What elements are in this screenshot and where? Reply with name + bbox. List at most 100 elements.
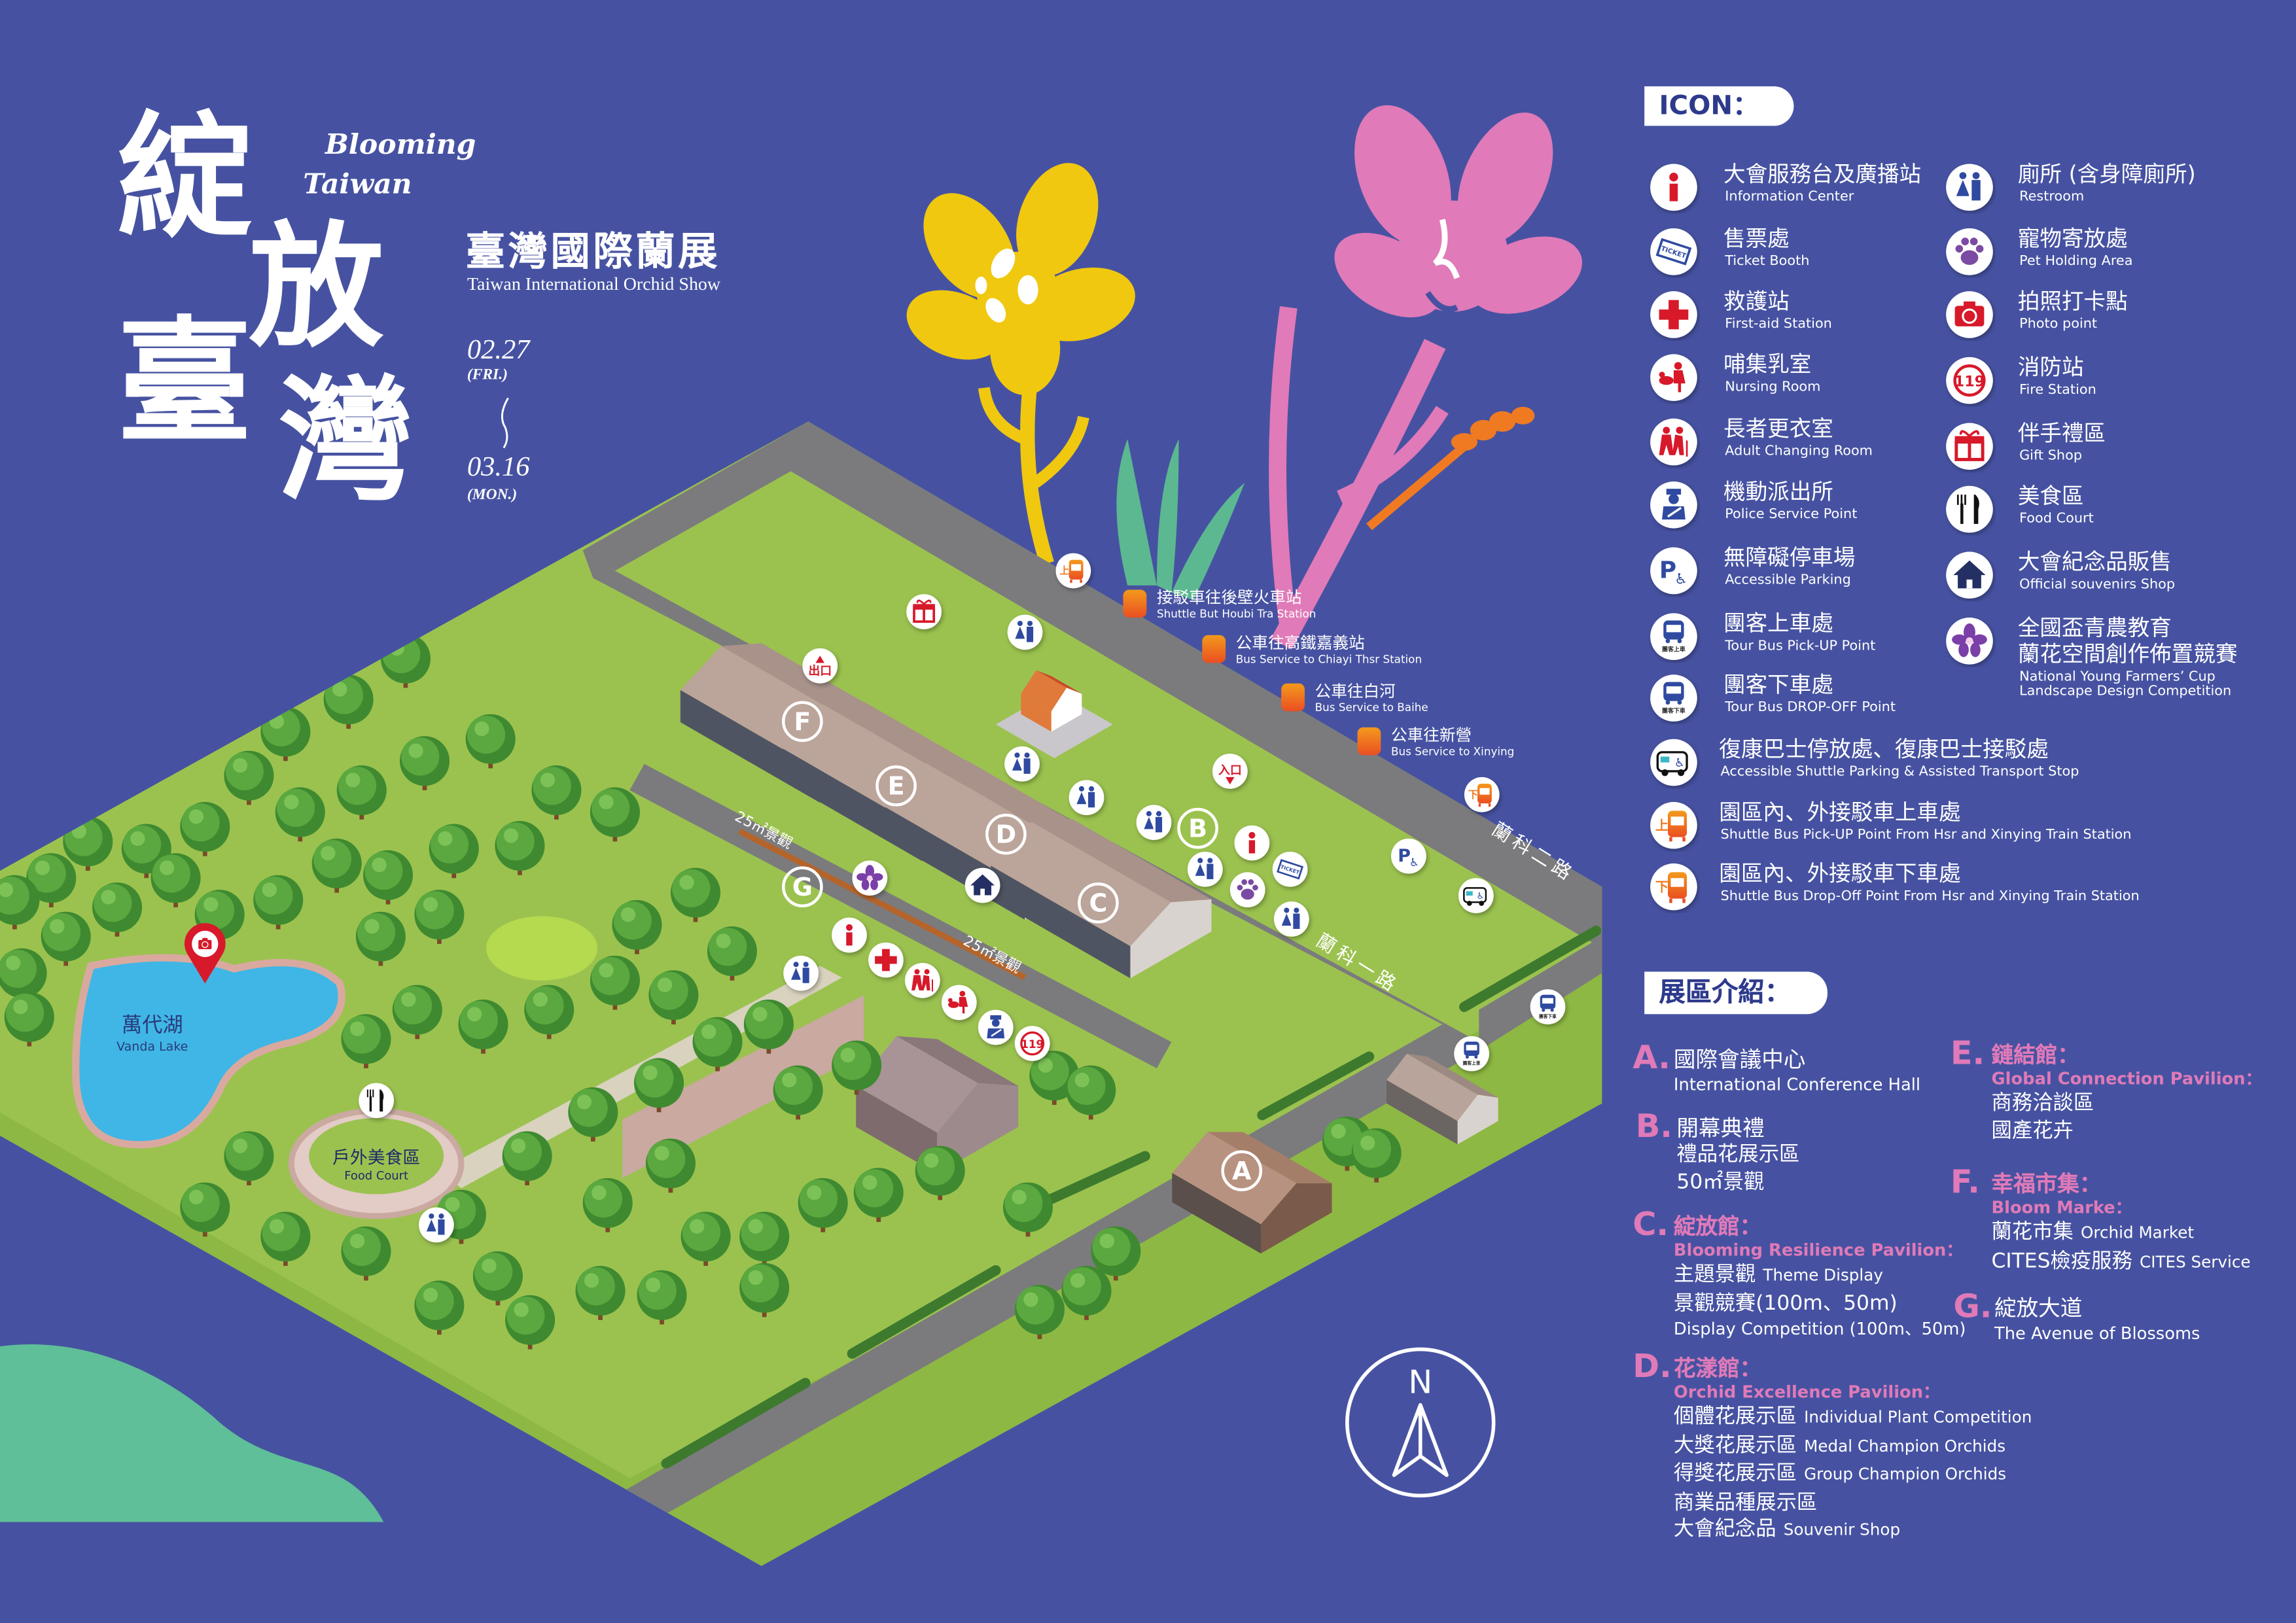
zone-marker-a[interactable]: A [1221, 1150, 1263, 1191]
restroom-icon[interactable] [1007, 614, 1043, 650]
zone-subtitle: Bloom Marke： [1991, 1196, 2132, 1218]
zone-line-zh: 國產花卉 [1991, 1119, 2074, 1143]
svg-text:119: 119 [1954, 374, 1985, 391]
legend-label-en: Information Center [1725, 188, 1854, 205]
zone-line-en: Medal Champion Orchids [1804, 1436, 2006, 1456]
event-title-zh: 臺灣國際蘭展 [465, 230, 721, 275]
tree [853, 1168, 904, 1222]
svg-text:團客下車: 團客下車 [1662, 707, 1686, 714]
zone-marker-f[interactable]: F [782, 701, 823, 742]
tree [1091, 1226, 1141, 1281]
tree [180, 801, 230, 856]
tree [645, 1138, 696, 1193]
zone-marker-c[interactable]: C [1078, 882, 1119, 924]
entrance-marker[interactable]: 入口 [1212, 754, 1248, 789]
orchid-icon[interactable] [852, 860, 888, 896]
elder-icon[interactable] [905, 963, 940, 998]
tour-up-icon[interactable]: 團客上車 [1454, 1036, 1489, 1072]
bus-stop-icon [1357, 727, 1381, 756]
pavilion-c-building[interactable] [991, 818, 1212, 979]
souvenir-icon[interactable] [964, 867, 1000, 903]
gift-icon[interactable] [906, 594, 942, 629]
restroom-icon[interactable] [783, 955, 819, 991]
police-icon [1650, 481, 1697, 529]
svg-text:♿: ♿ [1674, 571, 1687, 588]
legend-label-zh: 園區內、外接駁車下車處 [1719, 860, 1961, 887]
orange-stalk [1451, 406, 1535, 451]
tour-down-icon[interactable]: 團客下車 [1530, 989, 1566, 1024]
zone-marker-letter: F [794, 707, 811, 736]
legend-label-zh: 團客上車處 [1723, 610, 1833, 637]
gazebo[interactable] [1021, 670, 1082, 732]
shuttle-access-icon[interactable]: ♿ [1458, 878, 1494, 913]
restroom-icon[interactable] [419, 1207, 454, 1243]
dropoff-icon[interactable]: 下 [1464, 777, 1500, 812]
svg-text:下: 下 [1655, 879, 1669, 894]
start-date: 02.27 [467, 335, 530, 366]
restroom-icon[interactable] [1187, 851, 1223, 887]
food-icon[interactable] [359, 1083, 394, 1119]
tree [1014, 1285, 1065, 1339]
exit-label: 出口 [808, 663, 832, 678]
zone-marker-d[interactable]: D [985, 813, 1027, 855]
legend-label-zh: 園區內、外接駁車上車處 [1719, 799, 1961, 826]
nursing-icon[interactable] [941, 985, 977, 1021]
tree [1002, 1182, 1053, 1237]
police-icon[interactable] [978, 1009, 1014, 1045]
restroom-icon[interactable] [1136, 805, 1172, 841]
tree [260, 1212, 311, 1266]
info-icon[interactable] [832, 917, 867, 953]
zone-line-zh: 景觀競賽(100m、50m) [1673, 1291, 1898, 1316]
tree [832, 1040, 882, 1095]
ticket-icon[interactable]: TICKET [1272, 851, 1308, 887]
end-day: (MON.) [467, 487, 518, 504]
zone-subtitle: Blooming Resilience Pavilion： [1673, 1239, 1964, 1261]
zone-line-en: CITES Service [2140, 1251, 2251, 1271]
tree [739, 1263, 790, 1318]
logo-char: 臺 [117, 303, 252, 461]
tree [612, 899, 662, 954]
small-building[interactable] [1386, 1053, 1498, 1145]
legend-label-zh: 美食區 [2017, 483, 2084, 510]
entrance-label: 入口 [1218, 763, 1242, 777]
legend-label-en: National Young Farmers’ Cup [2019, 669, 2216, 685]
tree [341, 1226, 391, 1281]
pet-icon[interactable] [1229, 872, 1265, 908]
garden-house[interactable] [856, 1036, 1019, 1174]
zone-marker-b[interactable]: B [1177, 807, 1218, 849]
restroom-icon[interactable] [1273, 901, 1309, 937]
restroom-icon[interactable] [1004, 746, 1040, 782]
tree [915, 1145, 965, 1200]
fire-icon[interactable]: 119 [1014, 1026, 1050, 1061]
restroom-icon[interactable] [1069, 780, 1104, 816]
pickup-icon: 上 [1650, 801, 1697, 849]
info-icon[interactable] [1234, 825, 1270, 861]
exit-marker[interactable]: 出口 [802, 648, 838, 684]
tree [773, 1065, 823, 1120]
conference-hall-a-building[interactable] [1172, 1132, 1332, 1254]
photo-point-pin-icon[interactable] [184, 923, 226, 984]
legend-label-en: Tour Bus DROP-OFF Point [1725, 699, 1896, 716]
zone-line: 商業品種展示區 [1674, 1489, 2032, 1516]
tree [414, 1280, 465, 1335]
tree [414, 890, 465, 944]
zone-marker-e[interactable]: E [875, 765, 917, 807]
zone-marker-g[interactable]: G [782, 866, 823, 908]
tree [739, 1212, 790, 1266]
tree [637, 1270, 687, 1325]
firstaid-icon[interactable] [868, 942, 904, 978]
tree [502, 1131, 552, 1186]
gift-icon [1946, 423, 1993, 470]
pickup-icon[interactable]: 上 [1055, 553, 1091, 589]
parking-icon[interactable]: P♿ [1391, 838, 1426, 874]
svg-text:上: 上 [1059, 565, 1069, 577]
tree [0, 948, 47, 1003]
logo-char: 放 [249, 207, 384, 366]
tree [575, 1266, 626, 1320]
dropoff-icon: 下 [1650, 863, 1697, 911]
